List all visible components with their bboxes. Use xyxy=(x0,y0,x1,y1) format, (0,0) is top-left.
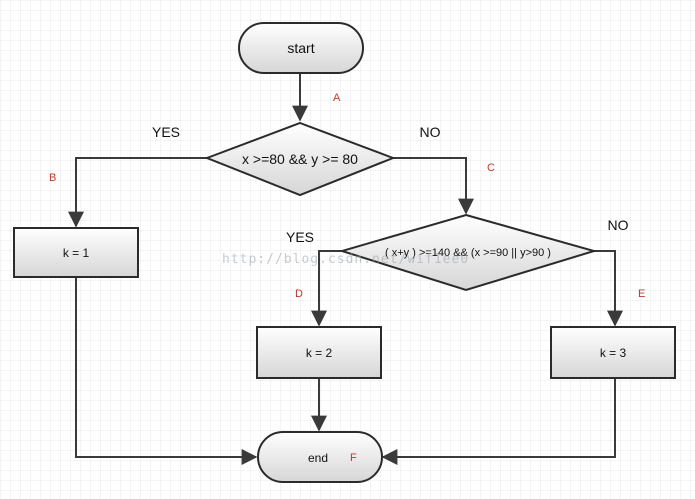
edge-decision1-no xyxy=(393,157,474,215)
decision2-no-label: NO xyxy=(608,217,629,233)
edge-marker-d: D xyxy=(295,288,303,300)
edge-k1-to-end xyxy=(75,277,258,465)
start-label: start xyxy=(287,40,314,56)
k3-node: k = 3 xyxy=(550,326,676,379)
decision2-label: ( x+y ) >=140 && (x >=90 || y>90 ) xyxy=(385,247,551,259)
start-node: start xyxy=(238,22,364,74)
edge-decision2-yes xyxy=(311,250,342,327)
k1-node: k = 1 xyxy=(13,227,139,278)
decision1-yes-label: YES xyxy=(152,124,180,140)
edge-decision2-no xyxy=(594,250,623,327)
watermark: http://blog.csdn.net/wif1ee0 xyxy=(222,252,469,267)
edge-marker-b: B xyxy=(49,172,56,184)
end-label: end xyxy=(308,451,328,465)
k3-label: k = 3 xyxy=(600,346,627,360)
decision1-no-label: NO xyxy=(420,124,441,140)
decision2-yes-label: YES xyxy=(286,229,314,245)
k2-node: k = 2 xyxy=(256,326,382,379)
edge-marker-e: E xyxy=(638,288,645,300)
decision1-node: x >=80 && y >= 80 xyxy=(204,121,396,197)
edges xyxy=(68,73,623,465)
end-node: end xyxy=(257,431,383,483)
k1-label: k = 1 xyxy=(63,246,90,260)
edge-marker-c: C xyxy=(487,162,495,174)
edge-decision1-yes xyxy=(68,157,207,228)
edge-k3-to-end xyxy=(381,378,616,465)
edge-marker-a: A xyxy=(333,92,341,104)
decision2-node: ( x+y ) >=140 && (x >=90 || y>90 ) xyxy=(338,213,598,292)
decision1-label: x >=80 && y >= 80 xyxy=(242,151,358,167)
edge-marker-f: F xyxy=(350,452,357,464)
k2-label: k = 2 xyxy=(306,346,333,360)
